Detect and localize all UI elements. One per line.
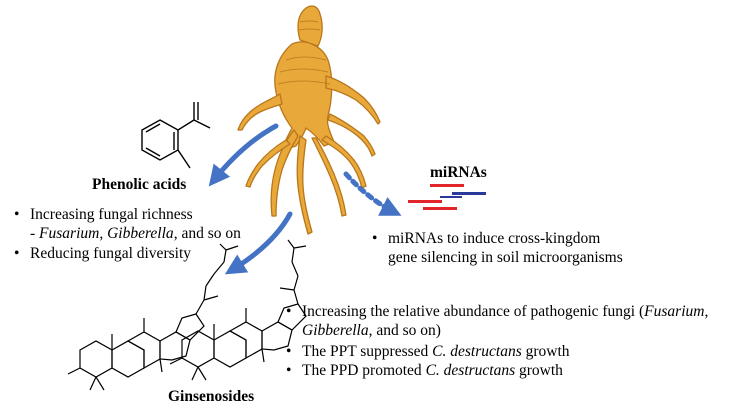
phenolic-point-1: Increasing fungal richness <box>30 206 193 223</box>
genus-fusarium: Fusarium <box>643 303 704 320</box>
root-texture <box>277 20 331 85</box>
genus-gibberella: Gibberella <box>302 322 369 339</box>
bullet: • <box>286 343 291 360</box>
detail-dash: - <box>30 225 39 242</box>
text: The PPD promoted <box>302 362 426 379</box>
ginsenoside-structure-left <box>67 243 239 391</box>
phenolic-acid-structure <box>141 102 211 169</box>
bullet: • <box>372 230 377 247</box>
mirna-point-line-1: miRNAs to induce cross-kingdom <box>388 230 600 247</box>
arrow-to-phenolic-acids <box>208 123 279 187</box>
detail-tail: , and so on <box>174 225 241 242</box>
ginseng-root-illustration <box>237 5 381 235</box>
text: , and so on) <box>369 322 441 339</box>
text: , <box>704 303 708 320</box>
ginsenoside-point-1-line-1: Increasing the relative abundance of pat… <box>302 303 708 320</box>
genus-gibberella: Gibberella <box>107 225 174 242</box>
label-ginsenosides: Ginsenosides <box>168 388 254 405</box>
mirna-effects: • miRNAs to induce cross-kingdom gene si… <box>372 230 623 266</box>
ginsenoside-point-3: The PPD promoted C. destructans growth <box>302 362 563 379</box>
arrows <box>208 123 402 275</box>
bullet: • <box>14 206 19 223</box>
ginsenoside-structure-right <box>169 239 307 381</box>
label-mirnas: miRNAs <box>430 164 487 181</box>
text: growth <box>522 343 570 360</box>
label-phenolic-acids: Phenolic acids <box>92 176 186 193</box>
ginsenoside-point-2: The PPT suppressed C. destructans growth <box>302 343 570 360</box>
bullet: • <box>286 303 291 320</box>
species-c-destructans: C. destructans <box>426 362 516 379</box>
phenolic-acids-effects: • Increasing fungal richness - Fusarium,… <box>14 206 241 262</box>
phenolic-point-2: Reducing fungal diversity <box>30 245 191 262</box>
arrow-to-ginsenosides <box>224 211 293 275</box>
ginsenoside-point-1-line-2: Gibberella, and so on) <box>302 322 441 339</box>
bullet: • <box>286 362 291 379</box>
arrow-to-mirnas <box>343 171 402 216</box>
genus-fusarium: Fusarium <box>38 225 99 242</box>
text: growth <box>515 362 563 379</box>
text: The PPT suppressed <box>302 343 432 360</box>
mirna-point-line-2: gene silencing in soil microorganisms <box>388 249 623 266</box>
text: Increasing the relative abundance of pat… <box>302 303 644 320</box>
ginsenoside-effects: • Increasing the relative abundance of p… <box>286 303 708 379</box>
bullet: • <box>14 245 19 262</box>
species-c-destructans: C. destructans <box>432 343 522 360</box>
phenolic-point-1-detail: - Fusarium, Gibberella, and so on <box>30 225 241 242</box>
mirna-duplex-icon <box>408 184 486 210</box>
separator: , <box>99 225 107 242</box>
